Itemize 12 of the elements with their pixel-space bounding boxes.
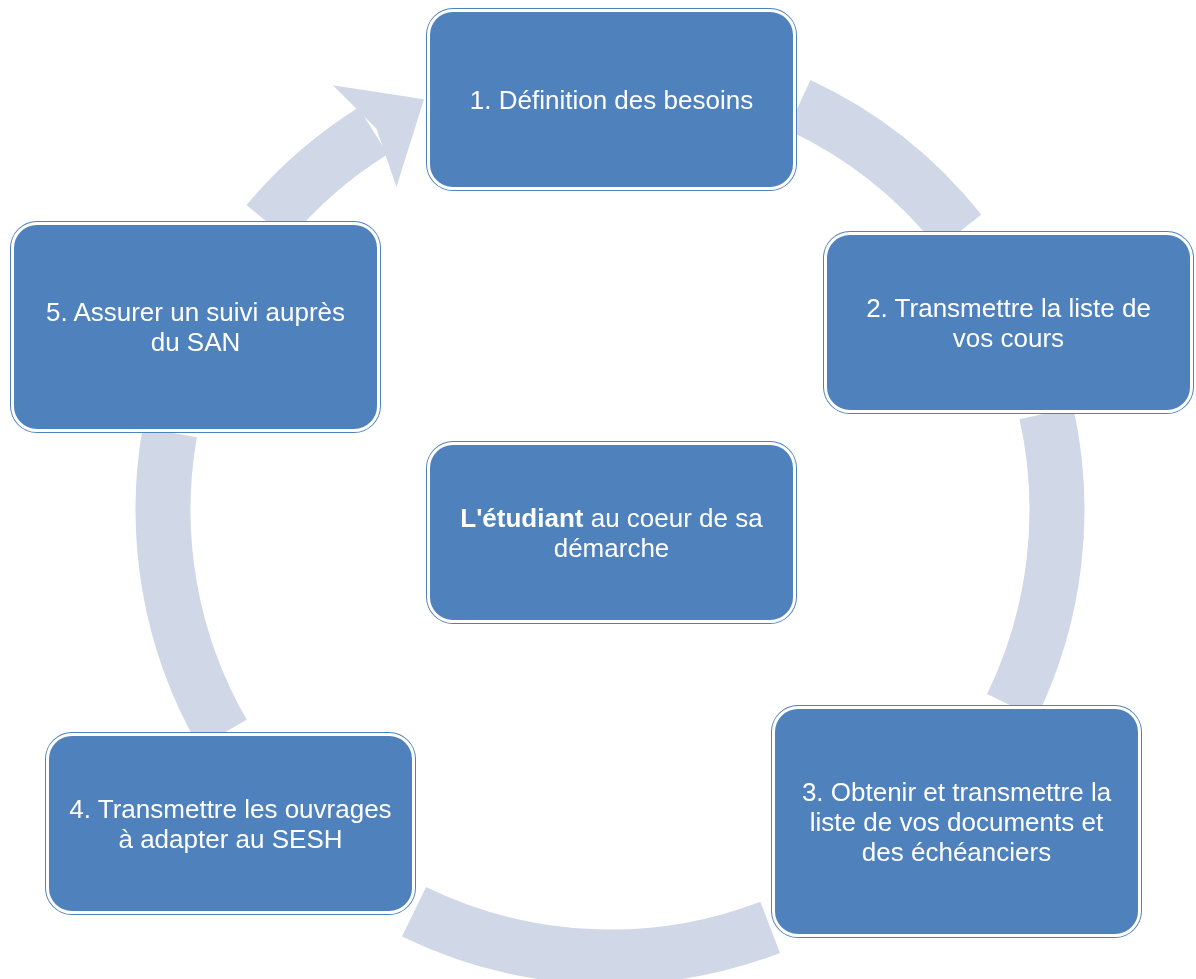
box-label: 1. Définition des besoins [469,84,754,115]
process-box [772,706,1141,937]
box-label: 3. Obtenir et transmettre la liste de vos documents et des échéanciers [800,776,1113,867]
process-box [11,222,380,432]
process-box [427,9,796,190]
process-box [824,232,1193,413]
box-label: L'étudiant au coeur de sa démarche [459,502,764,563]
box-label: 5. Assurer un suivi auprès du SAN [44,297,347,357]
process-box [46,733,415,914]
center-box [427,442,796,623]
box-label: 4. Transmettre les ouvrages à adapter au SESH [69,793,392,854]
box-label: 2. Transmettre la liste de vos cours [865,292,1152,353]
